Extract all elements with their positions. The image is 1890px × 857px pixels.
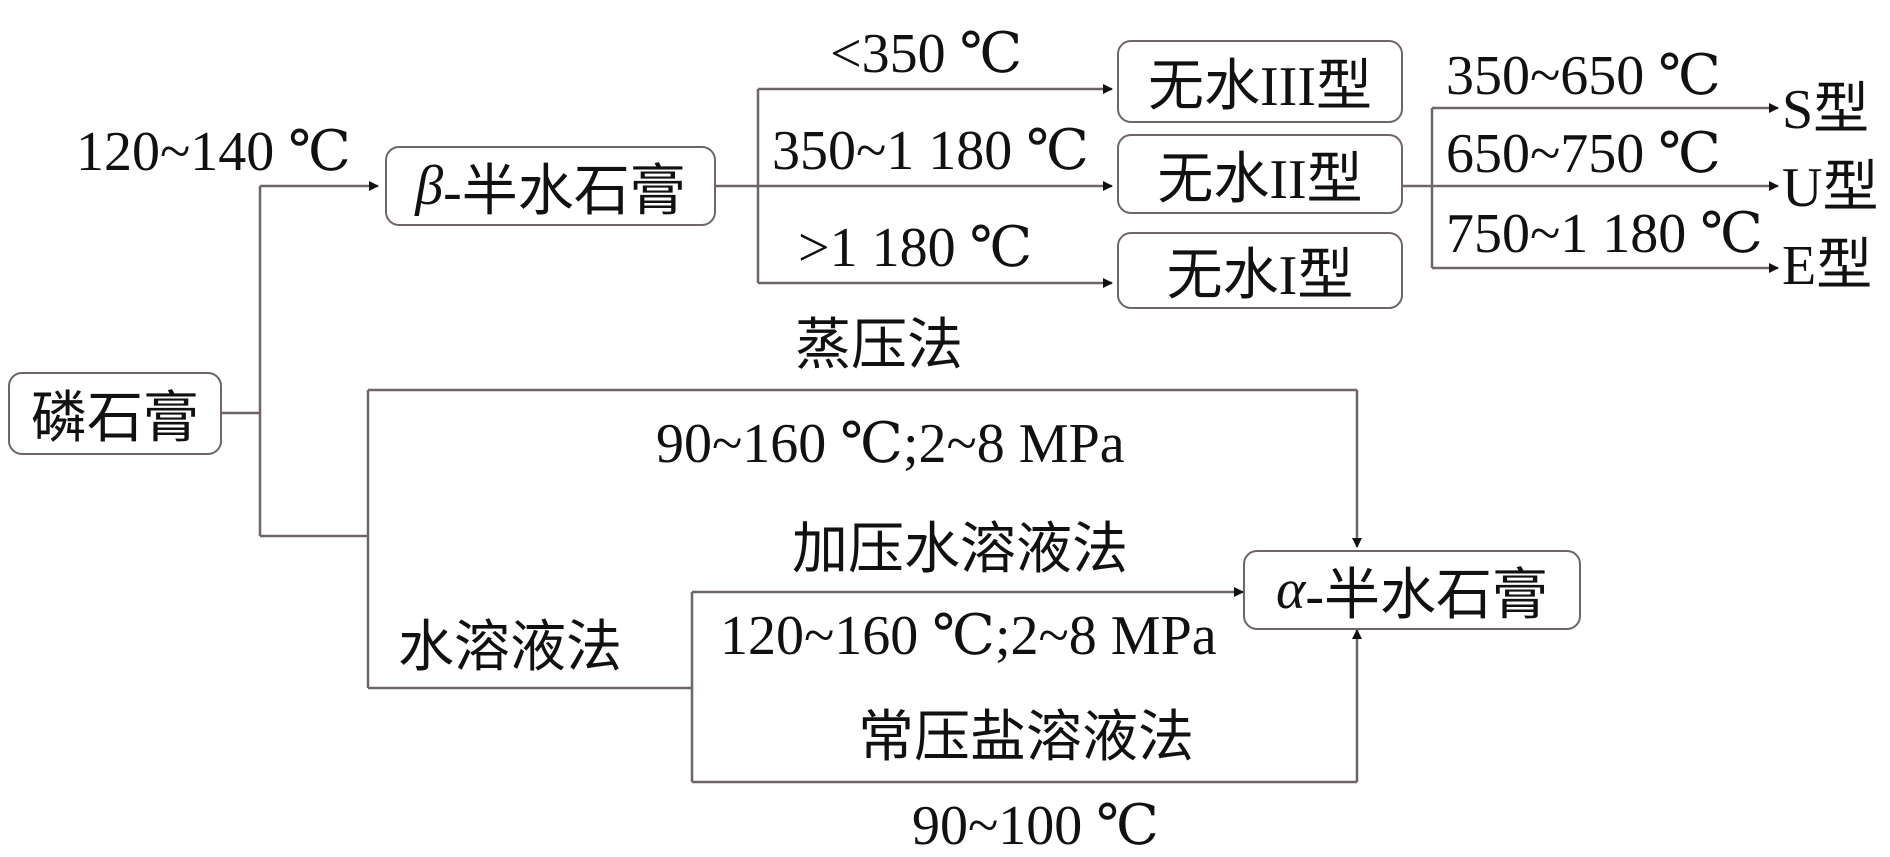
node-anhydrite-III: 无水III型 xyxy=(1117,40,1403,123)
type-E-label: E型 xyxy=(1782,235,1873,297)
anhydrite-I-label: 无水I型 xyxy=(1166,245,1354,307)
beta-text: -半水石膏 xyxy=(443,160,686,223)
node-phosphogypsum: 磷石膏 xyxy=(8,372,222,455)
beta-symbol: β xyxy=(415,155,444,217)
label-pressurized-method: 加压水溶液法 xyxy=(792,519,1128,581)
label-to-U: 650~750 ℃ xyxy=(1446,123,1721,185)
label-solution-method: 水溶液法 xyxy=(398,617,622,679)
label-to-I: >1 180 ℃ xyxy=(798,217,1033,279)
label-to-E: 750~1 180 ℃ xyxy=(1446,203,1763,265)
type-S-label: S型 xyxy=(1782,79,1870,141)
label-autoclave-method: 蒸压法 xyxy=(795,315,963,377)
label-to-beta: 120~140 ℃ xyxy=(76,121,351,183)
alpha-symbol: α xyxy=(1275,559,1306,621)
alpha-text: -半水石膏 xyxy=(1305,564,1549,627)
anhydrite-II-label: 无水II型 xyxy=(1157,148,1363,211)
node-anhydrite-I: 无水I型 xyxy=(1117,232,1403,309)
label-autoclave-conditions: 90~160 ℃;2~8 MPa xyxy=(656,413,1125,475)
node-phosphogypsum-label: 磷石膏 xyxy=(31,388,199,450)
label-salt-conditions: 90~100 ℃ xyxy=(912,795,1159,857)
node-alpha-hemihydrate: α-半水石膏 xyxy=(1243,550,1581,630)
label-pressurized-conditions: 120~160 ℃;2~8 MPa xyxy=(720,605,1217,667)
type-U-label: U型 xyxy=(1782,157,1879,219)
label-salt-method: 常压盐溶液法 xyxy=(858,707,1194,769)
label-to-II: 350~1 180 ℃ xyxy=(772,120,1089,182)
node-beta-hemihydrate: β-半水石膏 xyxy=(385,146,716,226)
anhydrite-III-label: 无水III型 xyxy=(1148,56,1372,118)
label-to-S: 350~650 ℃ xyxy=(1446,45,1721,107)
label-to-III: <350 ℃ xyxy=(830,23,1023,85)
node-anhydrite-II: 无水II型 xyxy=(1117,134,1403,214)
